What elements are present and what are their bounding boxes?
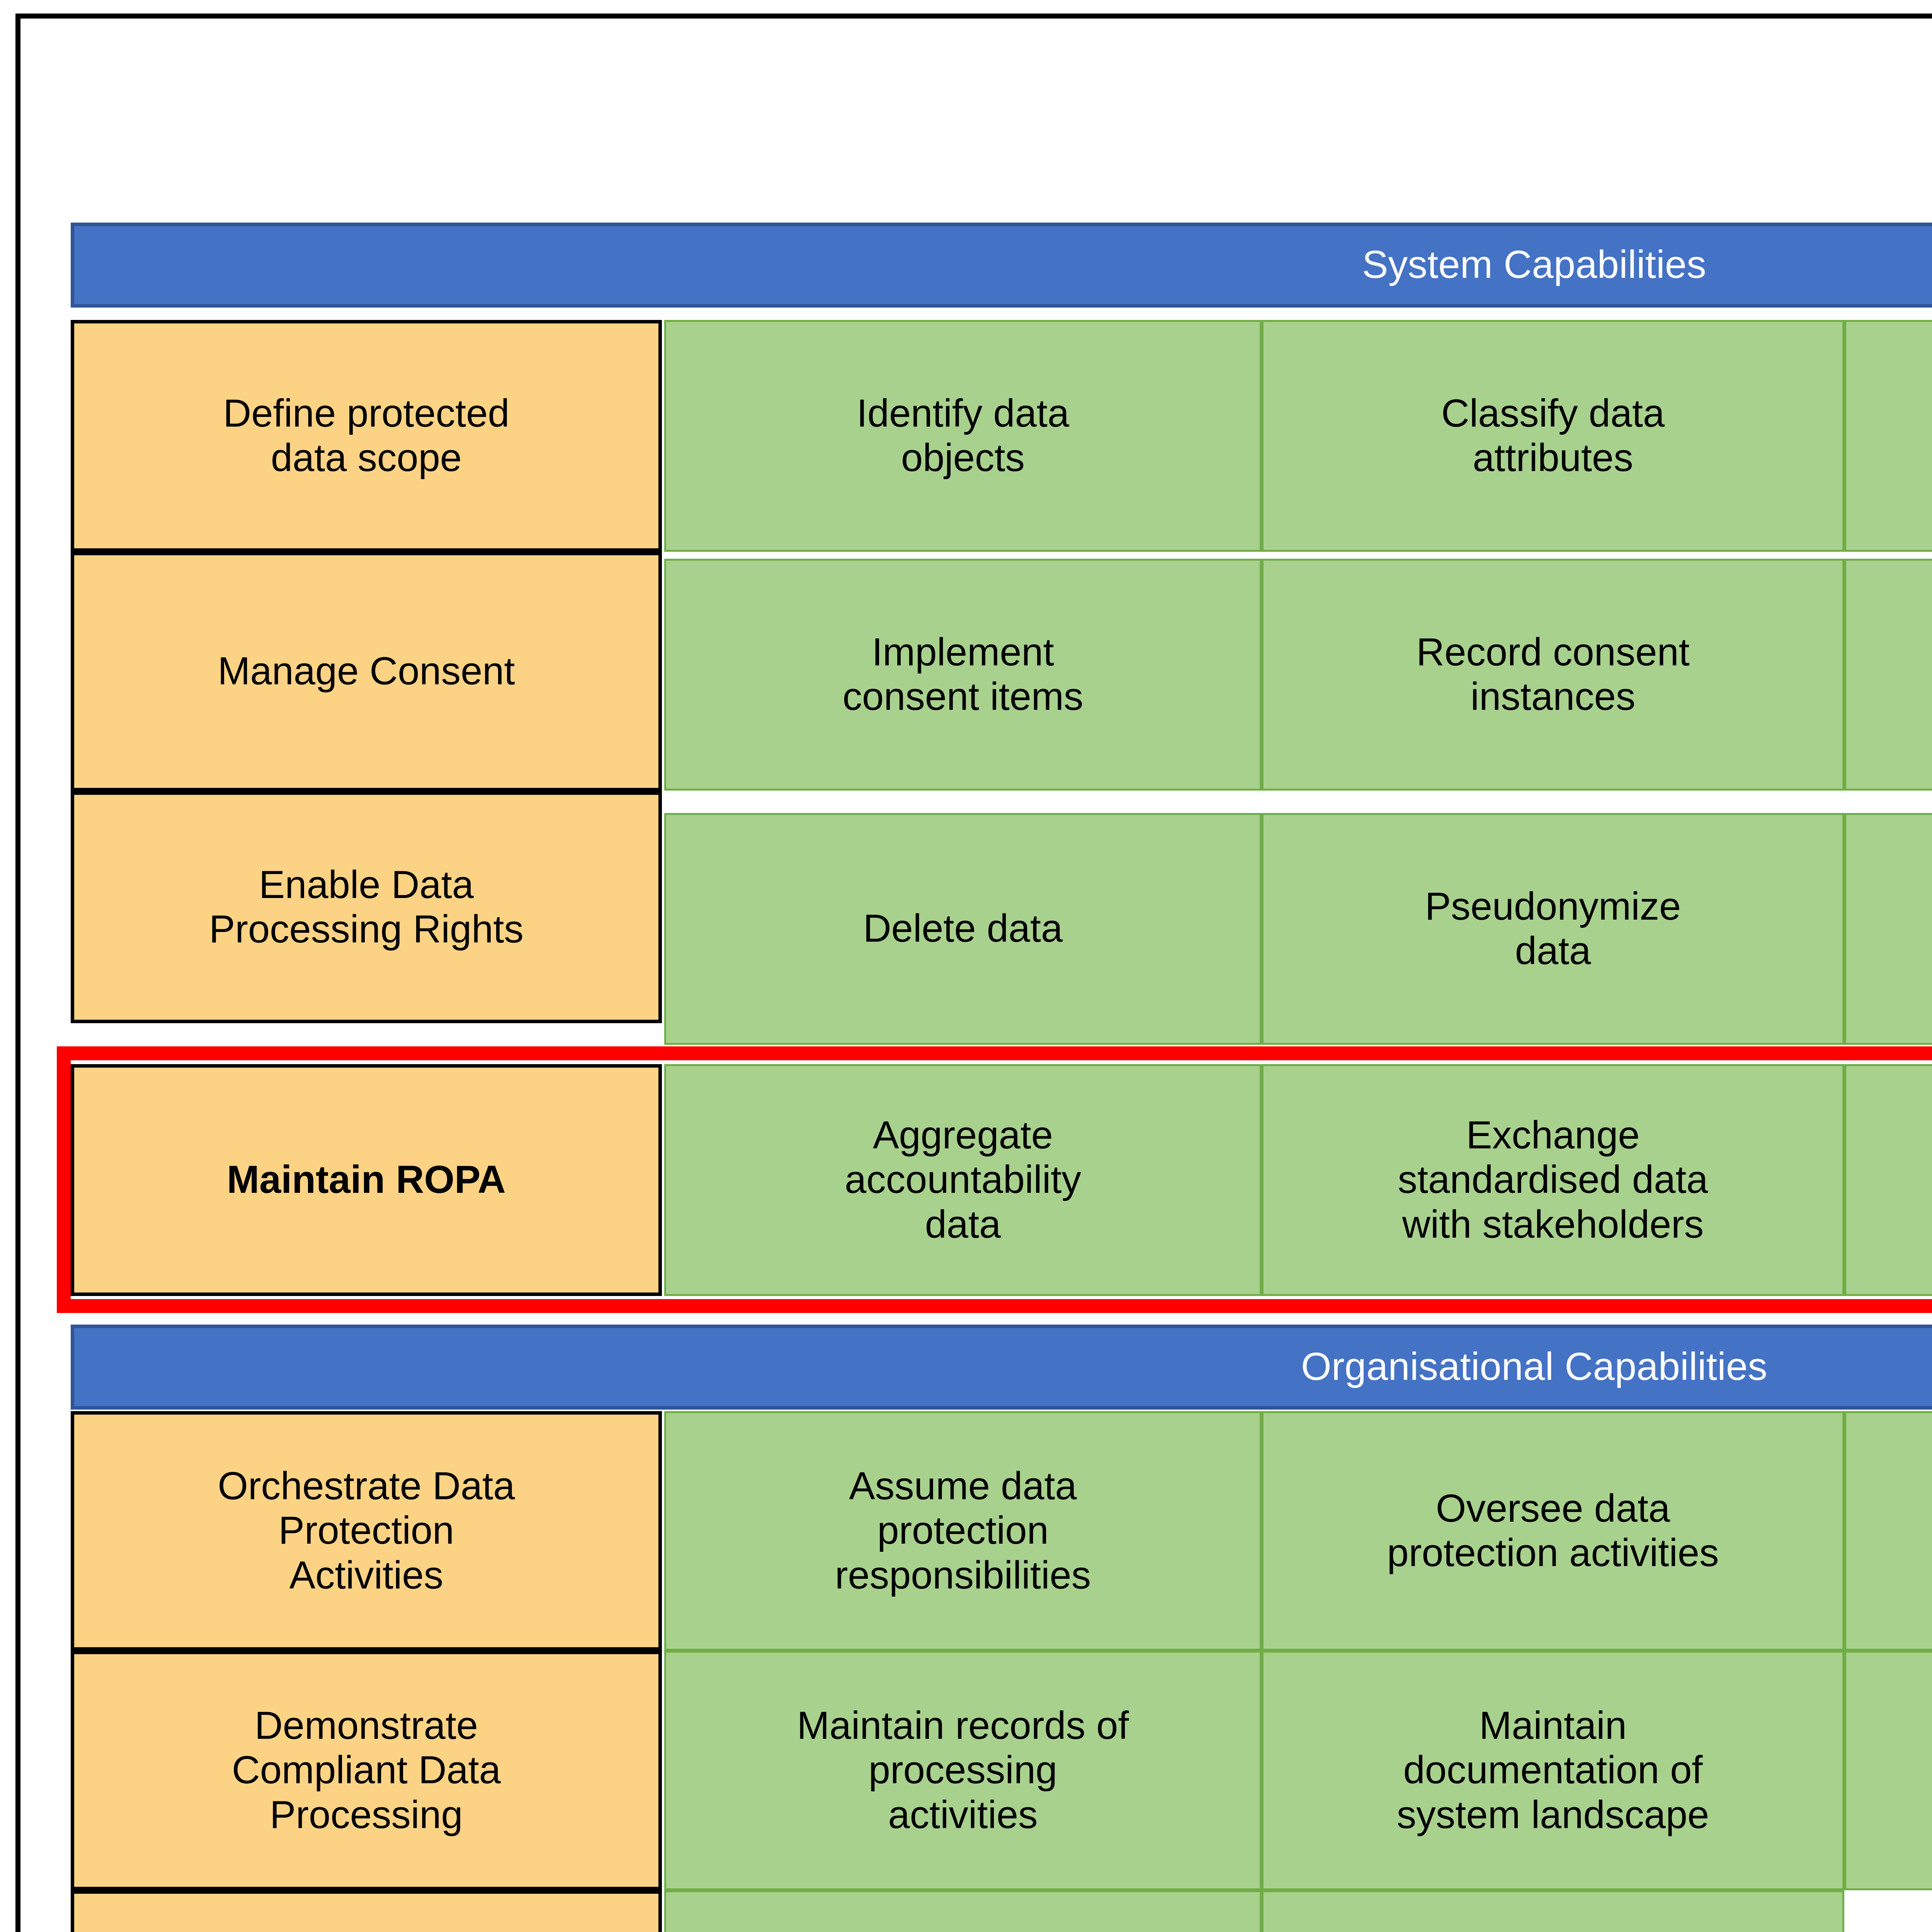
function-control-compliance-of-external-processors[interactable]: Control compliance of external processor…	[1844, 1411, 1932, 1651]
function-maintain-documentation-of-system-landscape[interactable]: Maintain documentation of system landsca…	[1262, 1651, 1844, 1890]
function-delete-data[interactable]: Delete data	[664, 813, 1262, 1045]
capability-manage-consent[interactable]: Manage Consent	[71, 552, 662, 791]
function-distribute-consent[interactable]: Distribute consent	[1844, 559, 1932, 791]
band-system-capabilities: System Capabilities	[71, 223, 1932, 308]
capability-orchestrate-data-protection-activities[interactable]: Orchestrate Data Protection Activities	[71, 1411, 662, 1651]
function-oversee-data-protection-activities[interactable]: Oversee data protection activities	[1262, 1411, 1844, 1651]
function-disclose-information-to-individuals[interactable]: Disclose information to individuals	[664, 1890, 1262, 1932]
capability-enable-data-processing-rights[interactable]: Enable Data Processing Rights	[71, 791, 662, 1023]
page-frame: System Capabilities Define protected dat…	[15, 14, 1932, 1932]
function-maintain-records-of-processing-activities[interactable]: Maintain records of processing activitie…	[664, 1651, 1262, 1890]
function-aggregate-accountability-data[interactable]: Aggregate accountability data	[664, 1064, 1262, 1296]
function-pseudonymize-data[interactable]: Pseudonymize data	[1262, 813, 1844, 1045]
function-transmit-data-standardized-form[interactable]: Transmit data in standardized form	[1844, 813, 1932, 1045]
function-identify-data-objects[interactable]: Identify data objects	[664, 320, 1262, 552]
function-record-consent-instances[interactable]: Record consent instances	[1262, 559, 1844, 791]
function-implement-consent-items[interactable]: Implement consent items	[664, 559, 1262, 791]
function-supervise-sensitive-processing-activities[interactable]: Supervise sensitive processing activitie…	[1844, 1651, 1932, 1890]
function-disclose-information-to-authorities[interactable]: Disclose information to authorities	[1262, 1890, 1844, 1932]
capability-demonstrate-compliant-data-processing[interactable]: Demonstrate Compliant Data Processing	[71, 1651, 662, 1890]
function-exchange-standardised-data-with-stakeholders[interactable]: Exchange standardised data with stakehol…	[1262, 1064, 1844, 1296]
function-generate-dpa-specific-records[interactable]: Generate DPA-specific records	[1844, 1064, 1932, 1296]
function-locate-data-records[interactable]: Locate data records	[1844, 320, 1932, 552]
function-classify-data-attributes[interactable]: Classify data attributes	[1262, 320, 1844, 552]
band-organisational-capabilities: Organisational Capabilities	[71, 1325, 1932, 1410]
capability-define-protected-data-scope[interactable]: Define protected data scope	[71, 320, 662, 552]
function-assume-data-protection-responsibilities[interactable]: Assume data protection responsibilities	[664, 1411, 1262, 1651]
capability-maintain-ropa[interactable]: Maintain ROPA	[71, 1064, 662, 1296]
capability-disclose-information[interactable]: Disclose Information	[71, 1890, 662, 1932]
